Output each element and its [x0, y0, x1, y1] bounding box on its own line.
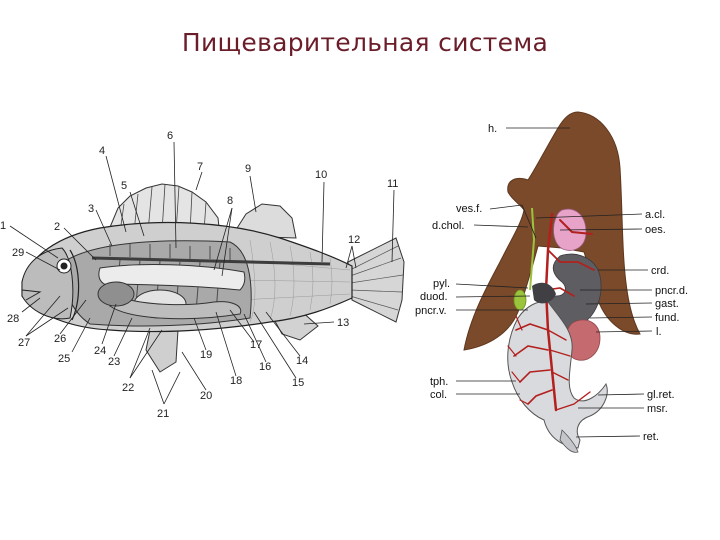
label-h: h.: [488, 123, 497, 135]
fish-label-21: 21: [157, 408, 169, 420]
fish-label-15: 15: [292, 377, 304, 389]
fish-mouth: [21, 289, 42, 301]
fish-spine: [91, 256, 331, 266]
fish-label-7: 7: [197, 161, 203, 173]
fish-label-16: 16: [259, 361, 271, 373]
fish-label-24: 24: [94, 345, 106, 357]
fish-label-28: 28: [7, 313, 19, 325]
fish-label-3: 3: [88, 203, 94, 215]
label-tph: tph.: [430, 376, 448, 388]
fish-label-11: 11: [387, 178, 398, 190]
blood-vessels: [507, 212, 595, 412]
fish-label-17: 17: [250, 339, 262, 351]
fish-label-19: 19: [200, 349, 212, 361]
fish-label-25: 25: [58, 353, 70, 365]
fish-label-22: 22: [122, 382, 134, 394]
fish-label-13: 13: [337, 317, 349, 329]
label-fund: fund.: [655, 312, 679, 324]
gallbladder: [513, 289, 527, 311]
bile-duct: [529, 207, 536, 291]
fish-liver: [97, 281, 135, 307]
label-pncr-d: pncr.d.: [655, 285, 688, 297]
fish-diagram: 1 2 3 4 5 6 7 8 9 10 11 12 13 14 15 16 1…: [0, 130, 405, 420]
label-gl-ret: gl.ret.: [647, 389, 675, 401]
fish-label-8: 8: [227, 195, 233, 207]
fish-label-27: 27: [18, 337, 30, 349]
fish-gill-cover: [69, 249, 80, 321]
fish-label-1: 1: [0, 220, 6, 232]
fish-label-10: 10: [315, 169, 327, 181]
fish-swim-bladder: [98, 264, 246, 291]
fish-intestine: [109, 297, 242, 320]
fish-label-26: 26: [54, 333, 66, 345]
fish-tail-fin: [347, 237, 405, 323]
fish-label-23: 23: [108, 356, 120, 368]
fish-label-5: 5: [121, 180, 127, 192]
fish-label-18: 18: [230, 375, 242, 387]
label-ret: ret.: [643, 431, 659, 443]
slide-title: Пищеварительная система: [181, 28, 549, 57]
fish-pelvic-fin: [145, 329, 179, 373]
label-crd: crd.: [651, 265, 669, 277]
label-col: col.: [430, 389, 447, 401]
label-pncr-v: pncr.v.: [415, 305, 447, 317]
fish-label-4: 4: [99, 145, 105, 157]
label-gast: gast.: [655, 298, 679, 310]
label-oes: oes.: [645, 224, 666, 236]
fish-label-6: 6: [167, 130, 173, 142]
gut-leader-lines: [455, 127, 653, 438]
rectum: [559, 429, 579, 453]
gut-diagram: h. ves.f. d.chol. a.cl. oes. crd. pyl. d…: [415, 111, 688, 453]
fish-label-29: 29: [12, 247, 24, 259]
label-msr: msr.: [647, 403, 668, 415]
fish-label-9: 9: [245, 163, 251, 175]
fish-leader-lines: [9, 141, 395, 405]
fish-label-14: 14: [296, 355, 308, 367]
label-pyl: pyl.: [433, 278, 450, 290]
label-l: l.: [656, 326, 662, 338]
label-duod: duod.: [420, 291, 448, 303]
mesentery: [532, 282, 556, 304]
label-a-cl: a.cl.: [645, 209, 665, 221]
fish-label-12: 12: [348, 234, 360, 246]
label-d-chol: d.chol.: [432, 220, 464, 232]
label-ves-f: ves.f.: [456, 203, 482, 215]
fish-label-2: 2: [54, 221, 60, 233]
fish-label-20: 20: [200, 390, 212, 402]
